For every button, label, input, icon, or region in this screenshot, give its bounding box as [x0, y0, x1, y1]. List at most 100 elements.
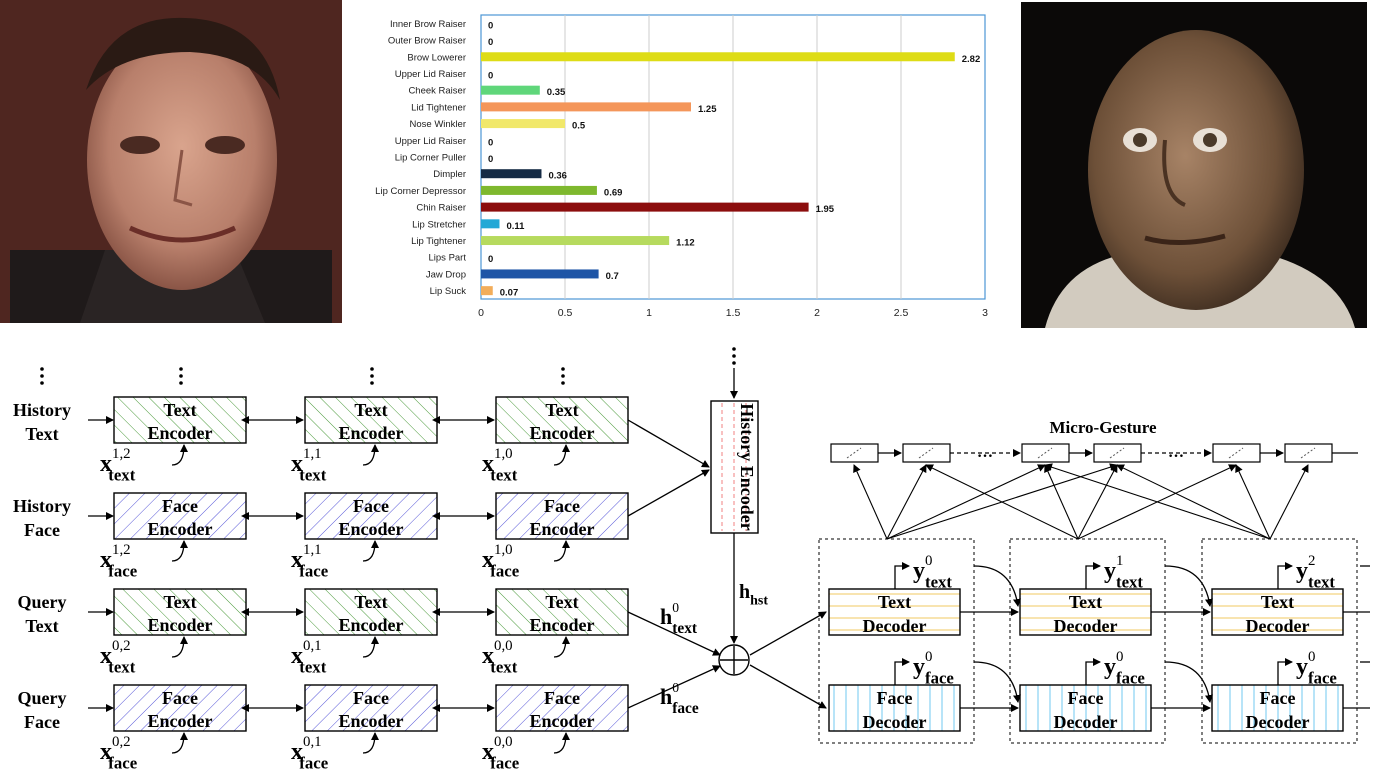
gesture-cell-mark — [918, 447, 934, 459]
chart-bars — [481, 52, 955, 296]
chart-value-label: 0 — [488, 137, 493, 148]
decoder-label: Face — [1260, 688, 1296, 708]
chart-value-label: 1.12 — [676, 238, 695, 249]
chart-category-label: Lip Suck — [430, 286, 467, 297]
decoder-label: Decoder — [863, 712, 927, 732]
chart-x-tick-label: 1 — [646, 307, 652, 319]
vertical-dot — [370, 367, 374, 371]
encoder-label: Text — [545, 400, 578, 420]
encoder-label: Encoder — [148, 423, 213, 443]
face-decoder-box — [1211, 684, 1344, 732]
feedback-arrow — [973, 661, 1021, 703]
vertical-dot — [40, 374, 44, 378]
chart-bar — [481, 85, 540, 95]
chart-bar — [481, 202, 809, 212]
micro-gesture-chain: Micro-Gesture…… — [830, 418, 1358, 540]
encoder-label: Face — [544, 688, 580, 708]
vertical-dot — [561, 374, 565, 378]
row-label: Query — [18, 688, 67, 708]
chart-category-label: Nose Winkler — [410, 119, 467, 130]
encoder-label: Face — [353, 688, 389, 708]
encoder-label: Encoder — [530, 615, 595, 635]
chart-x-tick-label: 0 — [478, 307, 484, 319]
chart-value-label: 0 — [488, 154, 493, 165]
h-hst-symbol: hhst — [739, 581, 768, 608]
chart-category-label: Upper Lid Raiser — [395, 136, 466, 147]
encoder-label: Encoder — [148, 711, 213, 731]
architecture-diagram: HistoryTextHistoryFaceQueryTextQueryFace… — [13, 347, 1370, 773]
decoder-label: Face — [1068, 688, 1104, 708]
avatar-face-render — [1021, 2, 1367, 328]
encoder-box — [304, 396, 438, 444]
fanout-arrow — [853, 464, 888, 540]
input-curve-arrow — [171, 636, 188, 658]
chart-value-label: 0.35 — [547, 87, 566, 98]
row-label: Face — [24, 712, 60, 732]
encoder-label: Text — [163, 592, 196, 612]
feedback-arrow — [1164, 661, 1213, 703]
encoder-label: Encoder — [530, 519, 595, 539]
encoder-label: Text — [354, 400, 387, 420]
encoder-label: Text — [163, 400, 196, 420]
vertical-dot — [561, 367, 565, 371]
text-decoder-box — [1019, 588, 1152, 636]
fanout-arrow — [1269, 464, 1309, 540]
vertical-dot — [732, 347, 736, 351]
chart-category-label: Lid Tightener — [411, 102, 466, 113]
chart-category-label: Lips Part — [429, 253, 467, 264]
chart-value-label: 0 — [488, 254, 493, 265]
arrow — [749, 611, 827, 656]
fanout-arrow — [925, 464, 1079, 540]
ellipsis-dots — [40, 347, 736, 385]
human-face-photo — [0, 0, 342, 323]
chart-bar — [481, 286, 493, 296]
chart-bar — [481, 102, 691, 112]
chart-bar — [481, 236, 670, 246]
chart-category-label: Jaw Drop — [426, 269, 466, 280]
chart-value-label: 0.69 — [604, 187, 623, 198]
chart-value-labels: 002.8200.351.250.5000.360.691.950.111.12… — [488, 20, 980, 298]
encoder-label: Text — [545, 592, 578, 612]
chart-x-tick-label: 0.5 — [558, 307, 573, 319]
decoder-label: Text — [878, 592, 911, 612]
chart-category-label: Upper Lid Raiser — [395, 69, 466, 80]
row-label: Text — [25, 424, 58, 444]
encoder-label: Encoder — [339, 711, 404, 731]
arrow — [749, 664, 827, 709]
chart-value-label: 0 — [488, 37, 493, 48]
chart-value-label: 0.5 — [572, 121, 586, 132]
arrow — [627, 469, 710, 517]
encoder-box — [113, 588, 247, 636]
row-label: History — [13, 400, 71, 420]
vertical-dot — [179, 374, 183, 378]
input-curve-arrow — [171, 540, 188, 562]
encoder-box — [495, 588, 629, 636]
decoder-label: Decoder — [1054, 712, 1118, 732]
fanout-arrow — [1235, 464, 1271, 540]
chart-bar — [481, 169, 542, 179]
decoder-label: Text — [1261, 592, 1294, 612]
